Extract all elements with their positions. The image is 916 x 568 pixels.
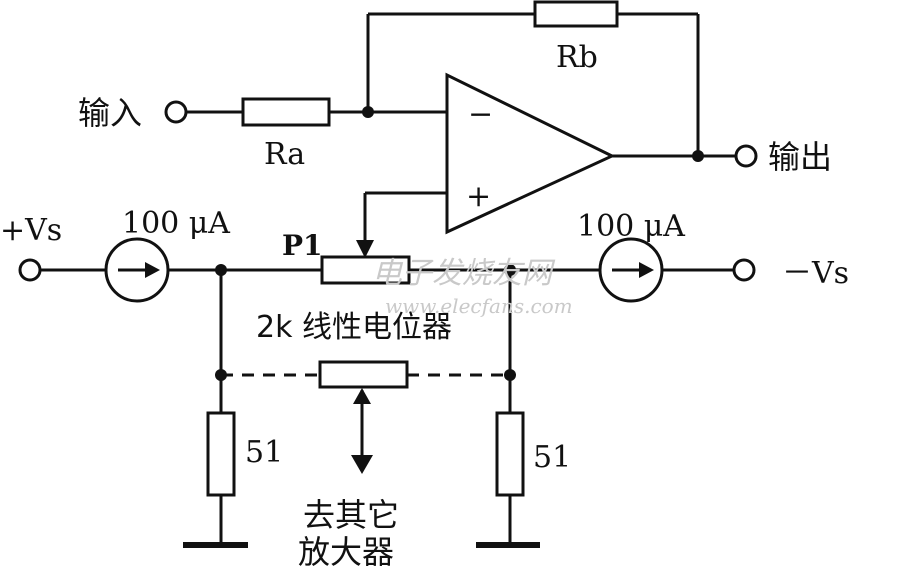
current-source-left: [104, 237, 170, 303]
double-arrow-up-icon: [353, 388, 371, 404]
double-arrow-down-icon: [351, 455, 373, 474]
potentiometer-p1: [320, 255, 411, 285]
resistor-51-left: [206, 411, 236, 497]
label-minus-vs: －Vs: [782, 256, 849, 291]
label-ra: Ra: [264, 137, 305, 172]
resistor-51-right: [495, 411, 525, 497]
label-rb: Rb: [556, 40, 598, 75]
label-other-amps-line1: 去其它: [303, 496, 399, 534]
label-plus-vs: +Vs: [0, 213, 62, 248]
watermark-cn: 电子发烧友网: [372, 256, 556, 291]
label-rb-text: Rb: [556, 40, 598, 75]
label-output: 输出: [768, 138, 832, 176]
resistor-ra: [241, 97, 331, 127]
wiper-arrow-icon: [356, 240, 374, 258]
opamp-plus-sign: +: [466, 179, 491, 214]
terminal-output: [734, 144, 758, 168]
terminal-plus-vs: [18, 258, 42, 282]
label-r51-right: 51: [533, 440, 571, 475]
label-pot-desc: 2k 线性电位器: [256, 310, 452, 345]
label-other-amps-line2: 放大器: [298, 533, 394, 568]
label-r51-left: 51: [245, 435, 283, 470]
label-current-right: 100 μA: [577, 209, 685, 244]
terminal-input: [164, 100, 188, 124]
resistor-rb: [533, 0, 619, 28]
opamp-minus-sign: −: [468, 97, 493, 132]
potentiometer-2: [318, 360, 409, 389]
junction-dots: [215, 106, 704, 381]
watermark-url: www.elecfans.com: [385, 294, 573, 318]
terminal-minus-vs: [732, 258, 756, 282]
label-ra-text: Ra: [264, 137, 305, 172]
opamp-symbol: [445, 72, 616, 235]
current-source-right: [598, 237, 664, 303]
label-current-left: 100 μA: [122, 206, 230, 241]
label-input: 输入: [78, 94, 142, 132]
label-p1: P1: [282, 229, 323, 262]
